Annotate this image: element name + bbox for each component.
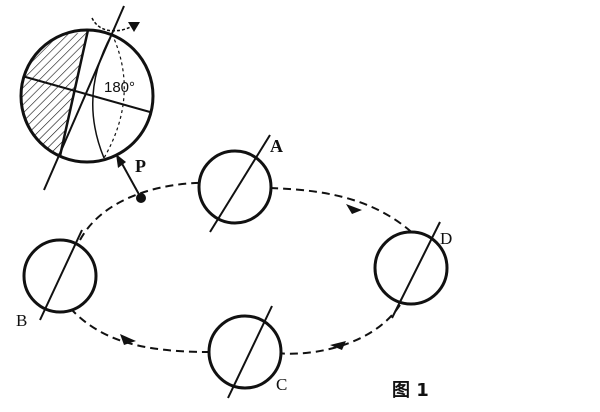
position-d-label: D	[440, 229, 452, 248]
earth-position-a	[197, 134, 273, 233]
inset-axis	[43, 5, 125, 191]
orbit-arrow-b-c	[120, 334, 136, 345]
figure-caption: 图 1	[392, 380, 429, 401]
orbit-arrow-a-d	[346, 204, 362, 214]
position-b-label: B	[16, 311, 27, 330]
rotation-arrowhead	[128, 22, 140, 32]
earth-position-c	[207, 305, 283, 399]
position-c-label: C	[276, 375, 287, 394]
inset-globe: 180°	[19, 5, 155, 191]
point-p-pointer	[119, 159, 142, 199]
degree-label: 180°	[104, 79, 135, 96]
point-p-arrowhead	[116, 154, 126, 168]
earth-position-b	[22, 229, 98, 321]
orbit-path	[69, 181, 421, 355]
point-p-label: P	[135, 156, 146, 176]
position-a-label: A	[270, 136, 283, 156]
orbit-arrow-c-d	[330, 341, 346, 350]
earth-position-d	[373, 221, 449, 319]
